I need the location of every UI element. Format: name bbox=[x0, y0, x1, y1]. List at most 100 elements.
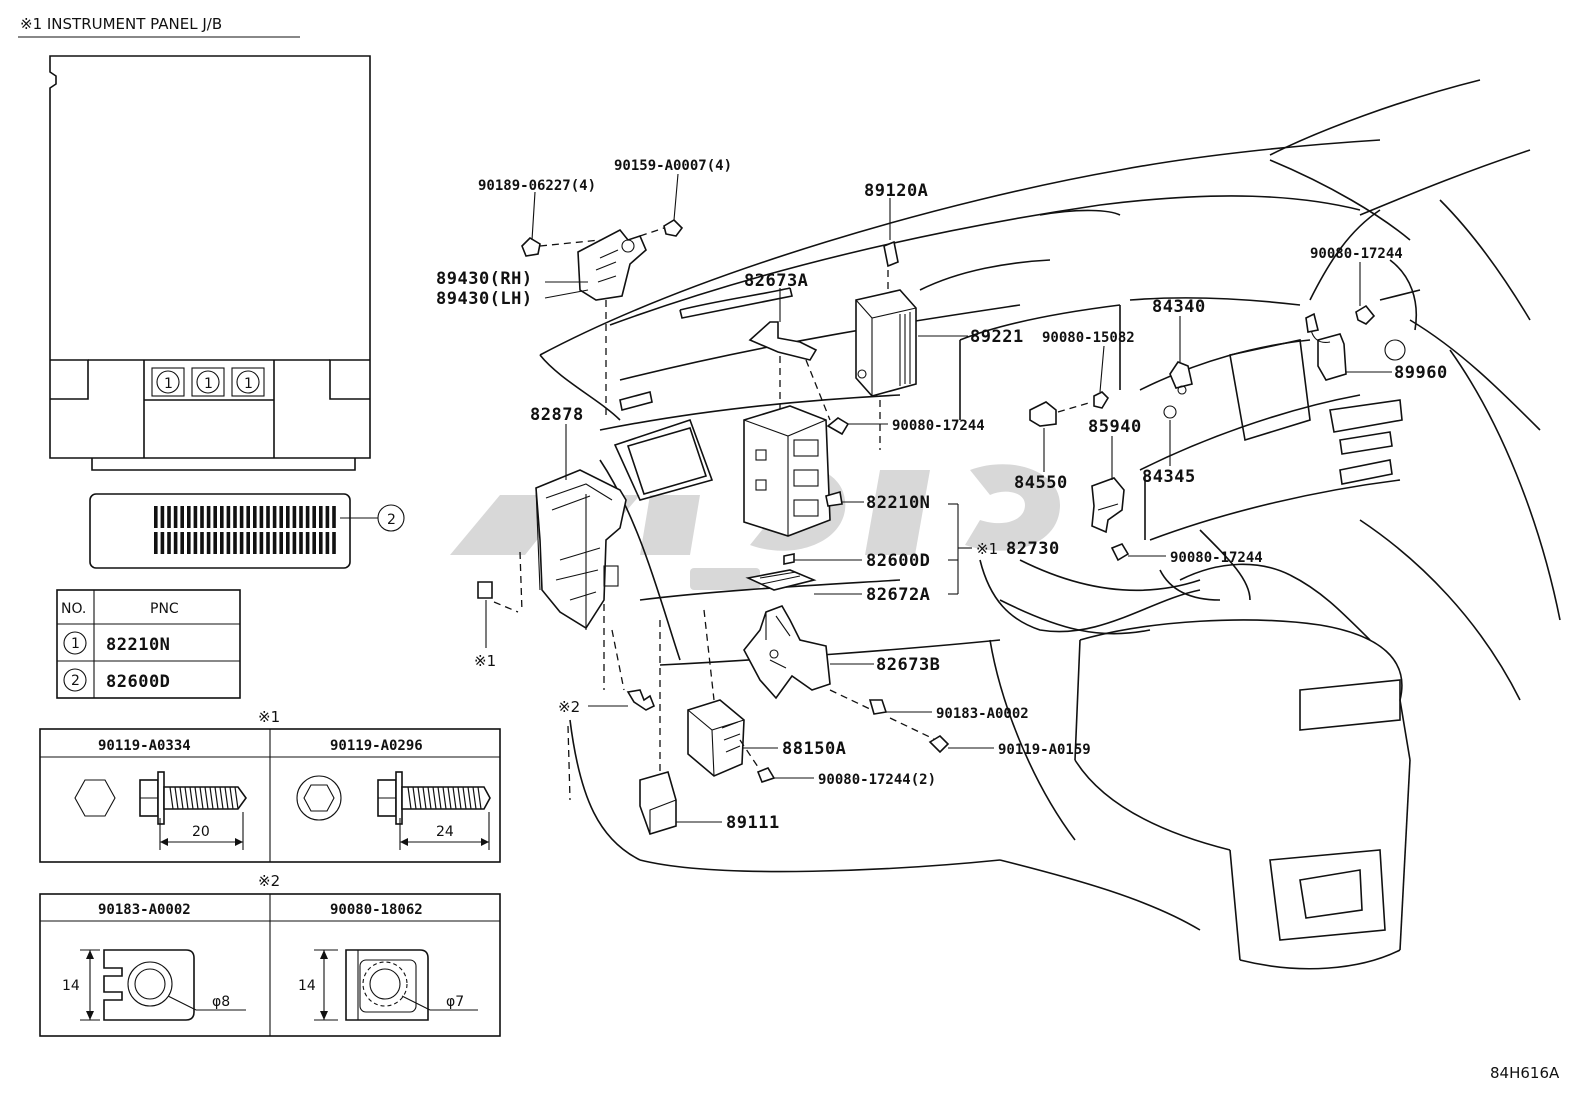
callout-90183-a0002: 90183-A0002 bbox=[936, 706, 1029, 722]
instrument-panel-jb-illustration: 1 1 1 bbox=[49, 55, 371, 471]
fuse-slot bbox=[233, 506, 237, 528]
nut-1-dia: φ8 bbox=[212, 994, 230, 1010]
fuse-slot bbox=[292, 532, 297, 554]
fuse-slot bbox=[299, 532, 303, 554]
bolt-2-length: 24 bbox=[436, 824, 454, 840]
fuse-slot bbox=[266, 506, 270, 528]
fuse-slot bbox=[167, 532, 171, 554]
nut-1-drawing: 14 φ8 bbox=[62, 949, 246, 1021]
fuse-slot bbox=[253, 532, 257, 554]
jb-mark-1b: 1 bbox=[204, 376, 213, 392]
thread-line bbox=[204, 786, 209, 810]
callout-89111: 89111 bbox=[726, 813, 780, 833]
callout-82673b: 82673B bbox=[876, 655, 940, 675]
fuse-slot bbox=[160, 506, 165, 528]
fuse-slot bbox=[239, 506, 244, 528]
fuse-slot bbox=[173, 506, 178, 528]
fuse-slot bbox=[272, 532, 277, 554]
fuse-slot bbox=[154, 506, 158, 528]
fuse-slot bbox=[325, 506, 330, 528]
fuse-block-illustration: 2 bbox=[89, 493, 405, 569]
callout-82600d: 82600D bbox=[866, 551, 930, 571]
fuse-slot bbox=[332, 532, 336, 554]
bolt-1-part: 90119-A0334 bbox=[98, 738, 191, 754]
pnc-header-pnc: PNC bbox=[150, 601, 179, 617]
thread-line bbox=[432, 786, 437, 810]
fuse-slot bbox=[246, 506, 250, 528]
thread-line bbox=[467, 786, 472, 810]
thread-line bbox=[234, 786, 239, 810]
nut-section-marker: ※2 bbox=[258, 872, 280, 890]
callout-89430-lh: 89430(LH) bbox=[436, 289, 533, 309]
fuse-slot bbox=[253, 506, 257, 528]
pnc-row2-no: 2 bbox=[71, 673, 80, 689]
bolt-1-drawing: 20 bbox=[139, 771, 247, 850]
bolt-2-part: 90119-A0296 bbox=[330, 738, 423, 754]
fuse-slot bbox=[200, 532, 204, 554]
pnc-row2-pnc: 82600D bbox=[106, 672, 170, 692]
thread-line bbox=[199, 786, 204, 810]
fuse-slot bbox=[226, 506, 231, 528]
fuse-slot bbox=[167, 506, 171, 528]
fuse-slot bbox=[266, 532, 270, 554]
part-callouts: 90159-A0007(4) 90189-06227(4) 89430(RH) … bbox=[436, 158, 1447, 833]
fuse-slot bbox=[226, 532, 231, 554]
thread-line bbox=[412, 786, 417, 810]
parts-illustrations bbox=[477, 218, 1376, 835]
fuse-slot bbox=[213, 532, 217, 554]
fuse-slot bbox=[312, 532, 316, 554]
fuse-slot bbox=[272, 506, 277, 528]
fuse-slot bbox=[319, 506, 323, 528]
callout-mark-1: ※1 bbox=[474, 652, 496, 670]
bolt-spec-table: ※1 90119-A0334 90119-A0296 20 bbox=[39, 708, 501, 863]
fuse-slot bbox=[160, 532, 165, 554]
fuse-slot bbox=[319, 532, 323, 554]
thread-line bbox=[427, 786, 432, 810]
fuse-slot bbox=[259, 532, 264, 554]
pnc-table: NO. PNC 1 2 82210N 82600D bbox=[56, 589, 241, 699]
fuse-slot bbox=[154, 532, 158, 554]
fuse-slot bbox=[292, 506, 297, 528]
diagram-id: 84H616A bbox=[1490, 1064, 1560, 1082]
nut-2-drawing: 14 φ7 bbox=[298, 949, 478, 1021]
callout-90080-17244-mid: 90080-17244 bbox=[892, 418, 985, 434]
fuse-slot bbox=[213, 506, 217, 528]
fuse-slot bbox=[187, 532, 191, 554]
thread-line bbox=[194, 786, 199, 810]
thread-line bbox=[472, 786, 477, 810]
thread-line bbox=[214, 786, 219, 810]
pnc-header-no: NO. bbox=[61, 601, 86, 617]
thread-line bbox=[477, 786, 482, 810]
fuse-slot bbox=[286, 506, 290, 528]
nut-1-height: 14 bbox=[62, 978, 80, 994]
nut-2-part: 90080-18062 bbox=[330, 902, 423, 918]
fuse-slot bbox=[220, 532, 224, 554]
callout-82878: 82878 bbox=[530, 405, 584, 425]
fuse-slot bbox=[305, 532, 310, 554]
thread-line bbox=[407, 786, 412, 810]
callout-82210n: 82210N bbox=[866, 493, 930, 513]
bolt-1-length: 20 bbox=[192, 824, 210, 840]
callout-90080-15082: 90080-15082 bbox=[1042, 330, 1135, 346]
fuse-slot bbox=[187, 506, 191, 528]
callout-90080-17244-top: 90080-17244 bbox=[1310, 246, 1403, 262]
fuse-slot bbox=[180, 532, 184, 554]
callout-90159-a0007: 90159-A0007(4) bbox=[614, 158, 732, 174]
callout-84345: 84345 bbox=[1142, 467, 1196, 487]
fuse-slot bbox=[220, 506, 224, 528]
thread-line bbox=[179, 786, 184, 810]
thread-line bbox=[189, 786, 194, 810]
thread-line bbox=[452, 786, 457, 810]
thread-line bbox=[442, 786, 447, 810]
fuse-slot bbox=[180, 506, 184, 528]
pnc-row1-no: 1 bbox=[71, 636, 80, 652]
fuse-slot bbox=[193, 506, 198, 528]
jb-mark-1c: 1 bbox=[244, 376, 253, 392]
thread-line bbox=[417, 786, 422, 810]
callout-mark-2: ※2 bbox=[558, 698, 580, 716]
fuse-slot bbox=[299, 506, 303, 528]
callout-90119-a0159: 90119-A0159 bbox=[998, 742, 1091, 758]
fuse-slot bbox=[259, 506, 264, 528]
callout-89430-rh: 89430(RH) bbox=[436, 269, 533, 289]
